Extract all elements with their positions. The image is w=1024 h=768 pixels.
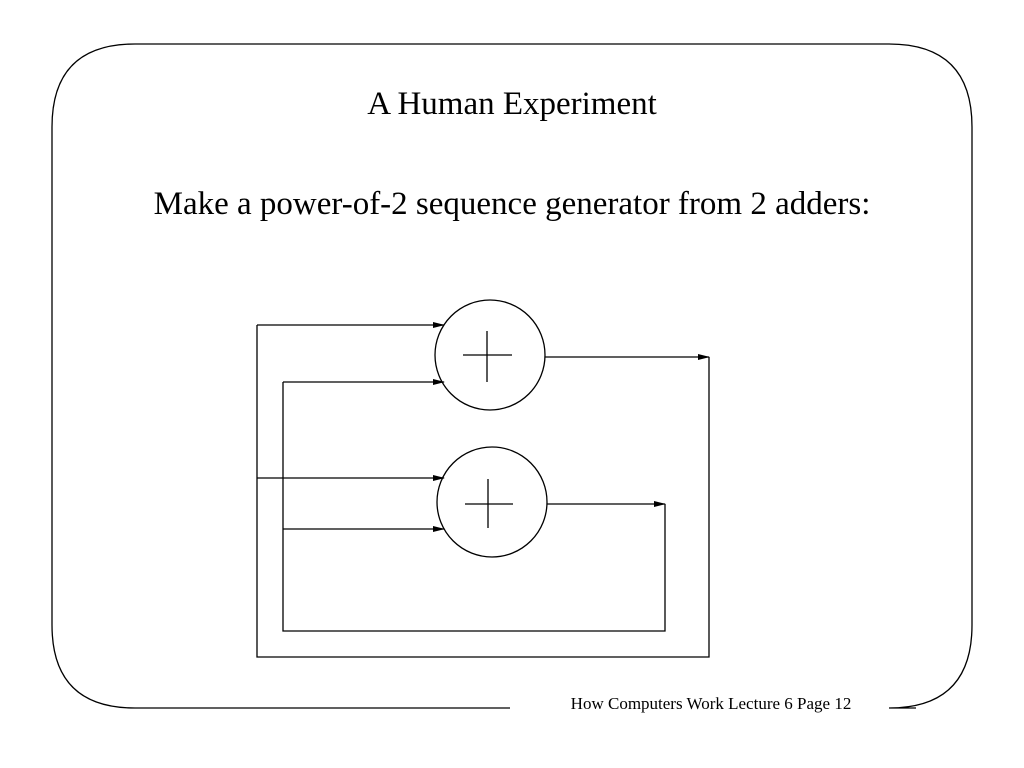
outer-feedback-wire: [256, 325, 710, 658]
slide-title: A Human Experiment: [367, 86, 657, 122]
adder-top: [434, 299, 546, 411]
rounded-border: [51, 43, 973, 709]
slide-footer: How Computers Work Lecture 6 Page 12: [570, 694, 852, 713]
adder-bottom: [436, 446, 548, 558]
slide-subtitle: Make a power-of-2 sequence generator fro…: [153, 186, 871, 222]
inner-feedback-wire: [282, 382, 666, 632]
